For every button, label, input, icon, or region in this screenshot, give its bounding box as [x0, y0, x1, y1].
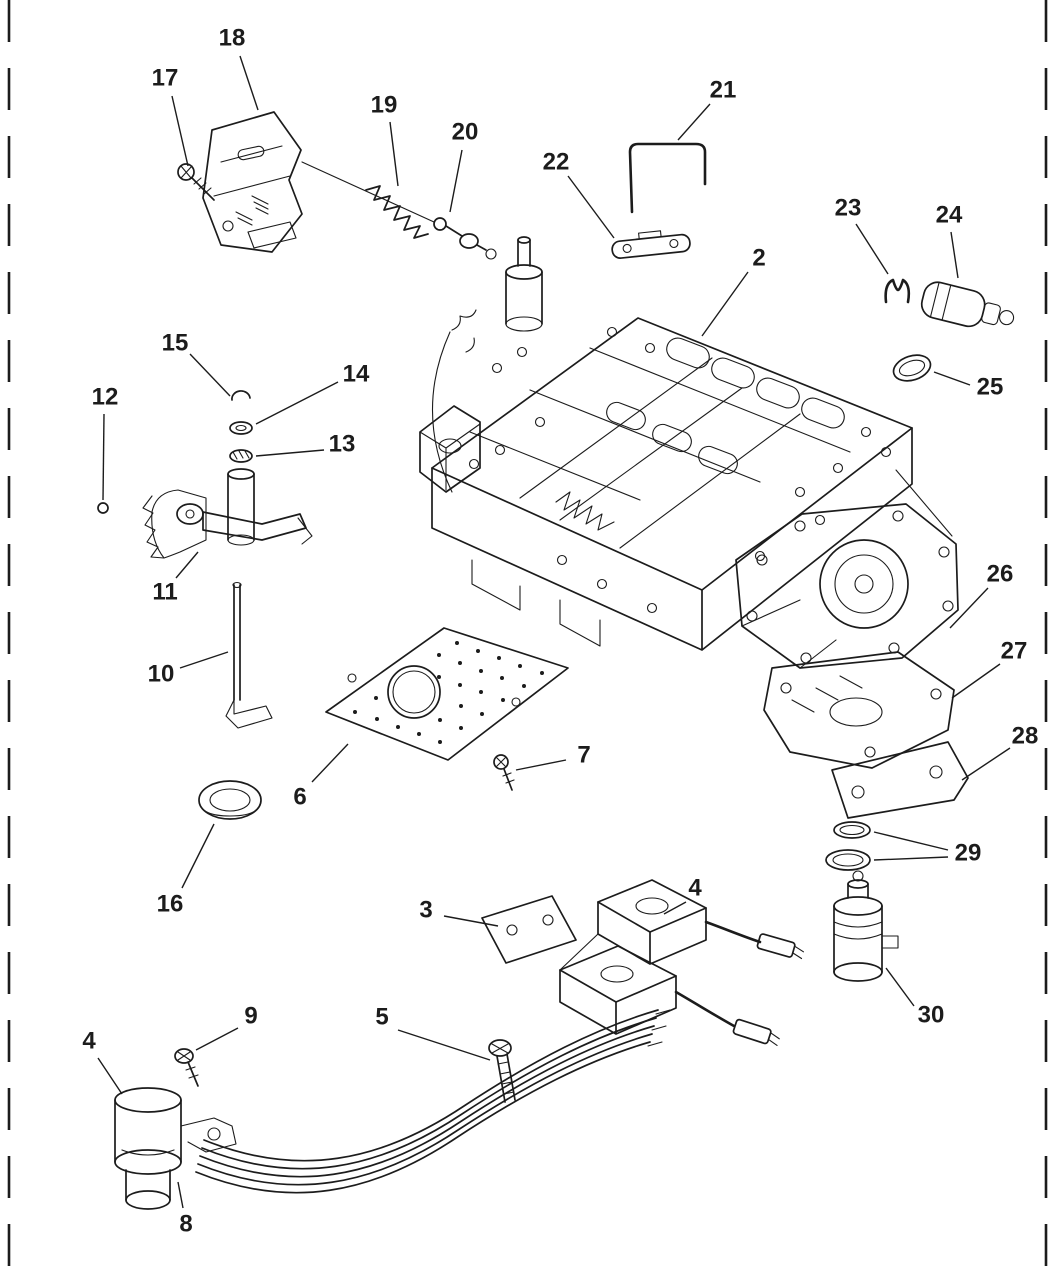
part-bolt-5 — [488, 1039, 516, 1103]
assembly-axis — [301, 161, 435, 223]
leader-line-9 — [195, 1027, 239, 1051]
callout-label-9: 9 — [244, 1003, 257, 1030]
spring-squiggle-icon — [465, 337, 475, 353]
callout-label-2: 2 — [752, 245, 765, 272]
leader-line-19 — [389, 121, 399, 187]
part-seal-25 — [892, 354, 932, 382]
leader-line-15 — [189, 353, 231, 397]
leader-line-29 — [873, 831, 949, 851]
leader-line-17 — [171, 95, 189, 167]
callout-label-30: 30 — [918, 1002, 945, 1029]
leader-line-20 — [449, 149, 463, 213]
callout-label-16: 16 — [157, 891, 184, 918]
leader-line-16 — [181, 823, 215, 889]
leader-line-24 — [950, 231, 959, 279]
callout-label-4: 4 — [688, 875, 702, 902]
leader-line-11 — [175, 551, 199, 579]
part-bolt-17 — [177, 163, 215, 201]
leader-line-13 — [255, 449, 325, 457]
part-valve-20 — [433, 217, 497, 260]
part-separator-plate-6 — [325, 627, 569, 761]
part-solenoid-30 — [833, 870, 899, 982]
part-bracket-28 — [831, 741, 969, 819]
callout-label-29: 29 — [955, 840, 982, 867]
callout-label-8: 8 — [179, 1211, 192, 1238]
callout-label-4: 4 — [82, 1028, 96, 1055]
part-plate-27 — [763, 651, 955, 769]
callout-label-3: 3 — [419, 897, 432, 924]
leader-line-4 — [97, 1057, 123, 1095]
part-spring-19 — [365, 185, 429, 239]
leader-line-10 — [179, 651, 229, 669]
leader-line-3 — [443, 915, 499, 927]
part-piston — [505, 236, 543, 332]
leader-line-21 — [677, 103, 711, 141]
callout-label-19: 19 — [371, 92, 398, 119]
leader-line-27 — [951, 663, 1001, 699]
callout-label-26: 26 — [987, 561, 1014, 588]
leader-line-29 — [873, 856, 949, 861]
leader-line-30 — [885, 967, 915, 1007]
part-valve-stack-13-14-15 — [227, 390, 255, 546]
callout-label-23: 23 — [835, 195, 862, 222]
part-filter-4 — [114, 1087, 237, 1210]
callout-label-13: 13 — [329, 431, 356, 458]
callout-label-15: 15 — [162, 330, 189, 357]
leader-line-12 — [102, 413, 105, 501]
part-plate-3 — [481, 895, 577, 964]
leader-line-7 — [515, 759, 567, 771]
part-orings-29 — [825, 821, 871, 871]
leader-line-18 — [239, 55, 259, 111]
part-ball-12 — [97, 502, 109, 514]
part-transfer-plate-26 — [735, 503, 959, 669]
leader-line-23 — [855, 223, 889, 275]
callout-label-25: 25 — [977, 374, 1004, 401]
part-rod-10 — [225, 581, 273, 729]
leader-line-4 — [663, 901, 687, 915]
callout-label-21: 21 — [710, 77, 737, 104]
callout-label-7: 7 — [577, 742, 590, 769]
part-curved-arm — [431, 331, 453, 493]
leader-line-26 — [949, 587, 989, 629]
callout-label-24: 24 — [936, 202, 963, 229]
part-bracket-18 — [202, 111, 303, 253]
callout-label-27: 27 — [1001, 638, 1028, 665]
leader-line-14 — [255, 381, 339, 425]
leader-line-25 — [933, 371, 971, 386]
part-left-tower — [419, 405, 481, 493]
callout-label-17: 17 — [152, 65, 179, 92]
part-solenoid-assembly-4 — [559, 879, 805, 1046]
callout-label-18: 18 — [219, 25, 246, 52]
part-tube-bundle-8 — [195, 1009, 671, 1194]
spring-squiggle-icon — [451, 309, 477, 331]
callout-label-12: 12 — [92, 384, 119, 411]
leader-line-22 — [567, 175, 615, 239]
part-seal-16 — [198, 780, 262, 820]
leader-line-28 — [961, 747, 1011, 781]
callout-label-28: 28 — [1012, 723, 1039, 750]
callout-label-20: 20 — [452, 119, 479, 146]
part-wire-clip-21 — [628, 142, 707, 214]
leader-line-5 — [397, 1029, 491, 1061]
leader-line-8 — [177, 1181, 184, 1209]
part-screw-9 — [174, 1048, 199, 1087]
callouts: 18 17 19 20 21 22 23 24 2 25 15 14 13 12 11 10 26 27 28 16 6… — [82, 25, 1038, 1238]
callout-label-5: 5 — [375, 1004, 388, 1031]
artwork — [97, 111, 1015, 1210]
leader-line-2 — [701, 271, 749, 337]
leader-line-6 — [311, 743, 349, 783]
callout-label-6: 6 — [293, 784, 306, 811]
part-clip-23 — [884, 278, 911, 304]
callout-label-10: 10 — [148, 661, 175, 688]
part-manual-lever-11 — [142, 489, 313, 559]
part-accumulator-24 — [920, 281, 1015, 328]
page-borders — [7, 0, 1048, 1277]
callout-label-11: 11 — [152, 579, 177, 606]
part-valve-body-2 — [431, 317, 953, 651]
part-retainer-plate-22 — [611, 230, 691, 259]
callout-label-22: 22 — [543, 149, 570, 176]
callout-label-14: 14 — [343, 361, 370, 388]
part-bolt-7 — [493, 754, 515, 791]
